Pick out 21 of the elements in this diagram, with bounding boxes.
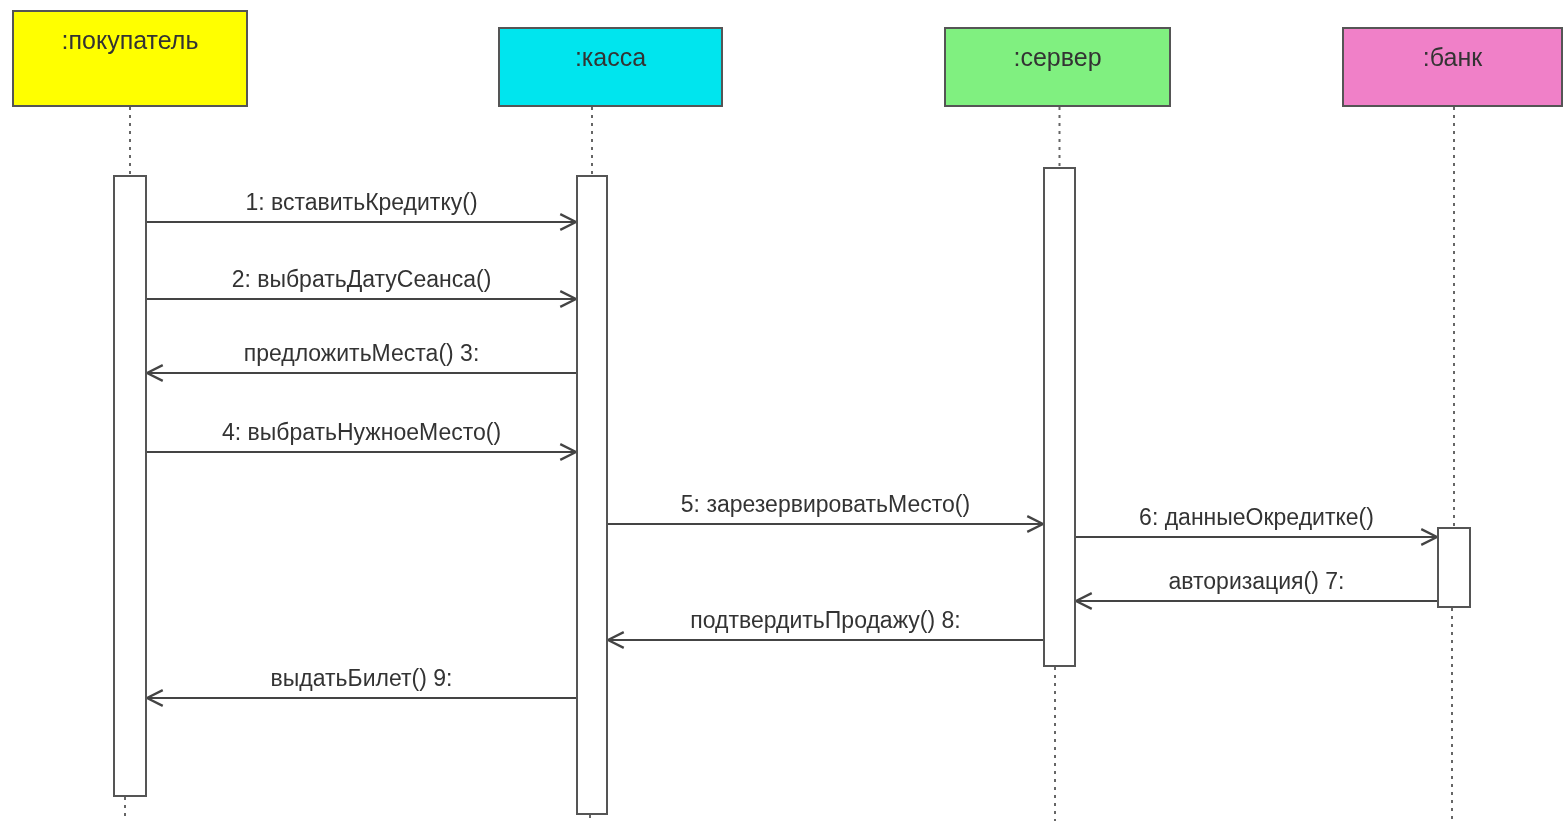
activation-bar [576, 175, 608, 815]
lifeline [129, 106, 131, 176]
message-arrow [1075, 528, 1439, 546]
participant-name: :покупатель [61, 26, 199, 55]
message-arrow [607, 515, 1045, 533]
activation-bar [113, 175, 147, 797]
activation-bar [1437, 527, 1471, 608]
participant-name: :сервер [1013, 43, 1102, 72]
participant-box [12, 10, 248, 107]
participant-box [1342, 27, 1563, 107]
lifeline [1058, 106, 1061, 168]
activation-bar [1043, 167, 1076, 667]
message-arrow [146, 290, 578, 308]
message-arrow [146, 213, 578, 231]
participant-name: :касса [574, 43, 647, 72]
lifeline [1453, 106, 1455, 528]
participant-name: :банк [1422, 43, 1483, 72]
participant-box [498, 27, 723, 107]
participant-box [944, 27, 1171, 107]
lifeline [591, 106, 593, 176]
message-arrow [146, 443, 578, 461]
